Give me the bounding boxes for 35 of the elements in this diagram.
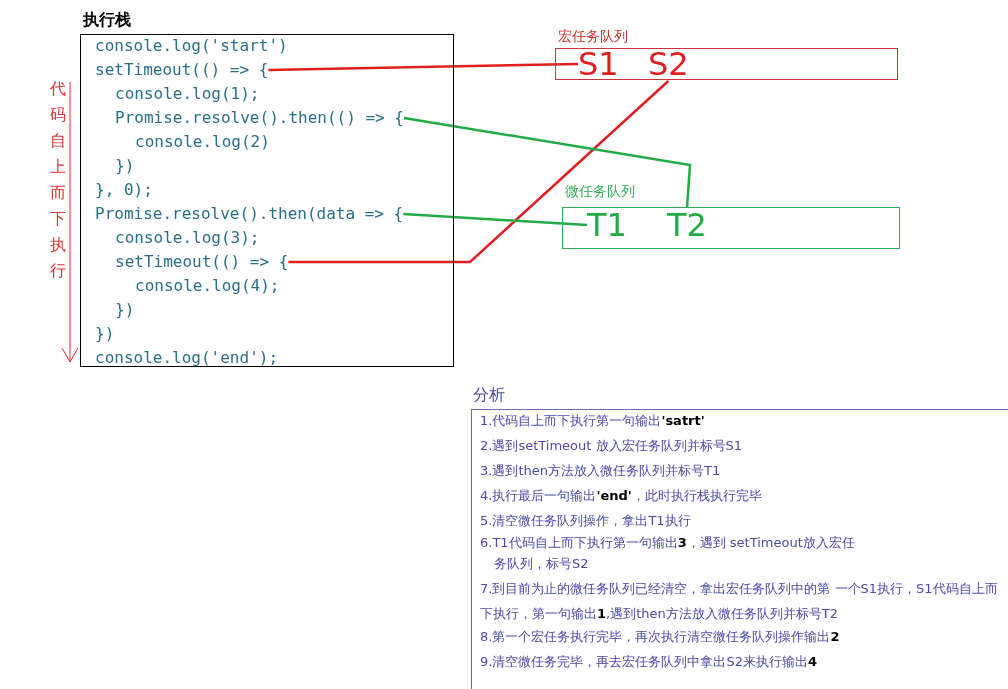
connector-line: [403, 116, 692, 209]
connector-line: [288, 80, 670, 264]
code-line: console.log(2): [135, 131, 270, 153]
stack-title: 执行栈: [83, 10, 131, 31]
queue-title: 宏任务队列: [558, 28, 628, 46]
code-line: console.log('end');: [95, 347, 279, 369]
step-text: 7.到目前为止的微任务队列已经清空，拿出宏任务队列中的第 一个S1执行，S1代码自上而下执行，第一句输出1,遇到then方法放入微任务队列并标号T2: [480, 580, 999, 623]
step-text: 4.执行最后一句输出'end'，此时执行栈执行完毕: [480, 487, 762, 505]
code-line: }): [115, 299, 135, 321]
code-line: }, 0);: [95, 179, 153, 201]
code-line: console.log(1);: [115, 83, 260, 105]
queue-mark: S2: [648, 47, 689, 81]
queue-title: 微任务队列: [565, 183, 635, 201]
step-text: 5.清空微任务队列操作，拿出T1执行: [480, 512, 691, 530]
step-text: 3.遇到then方法放入微任务队列并标号T1: [480, 462, 721, 480]
code-line: console.log(3);: [115, 227, 260, 249]
queue-mark: S1: [578, 47, 619, 81]
step-text: 2.遇到setTimeout 放入宏任务队列并标号S1: [480, 437, 743, 455]
step-text: 9.清空微任务完毕，再去宏任务队列中拿出S2来执行输出4: [480, 653, 817, 671]
queue-mark: T1: [587, 208, 627, 242]
code-line: Promise.resolve().then(() => {: [115, 107, 404, 129]
code-line: }): [115, 155, 135, 177]
step-text: 1.代码自上而下执行第一句输出'satrt': [480, 412, 705, 430]
connector-line: [403, 212, 588, 227]
code-line: setTimeout(() => {: [95, 59, 269, 81]
connector-line: [268, 62, 579, 72]
code-line: }): [95, 323, 115, 345]
section-title: 分析: [473, 385, 505, 406]
step-text: 8.第一个宏任务执行完毕，再次执行清空微任务队列操作输出2: [480, 628, 840, 646]
code-line: console.log('start'): [95, 35, 288, 57]
code-line: console.log(4);: [135, 275, 280, 297]
queue-mark: T2: [667, 208, 707, 242]
step-text: 6.T1代码自上而下执行第一句输出3，遇到 setTimeout放入宏任务队列，标号S2: [480, 534, 856, 573]
code-line: setTimeout(() => {: [115, 251, 289, 273]
code-line: Promise.resolve().then(data => {: [95, 203, 404, 225]
